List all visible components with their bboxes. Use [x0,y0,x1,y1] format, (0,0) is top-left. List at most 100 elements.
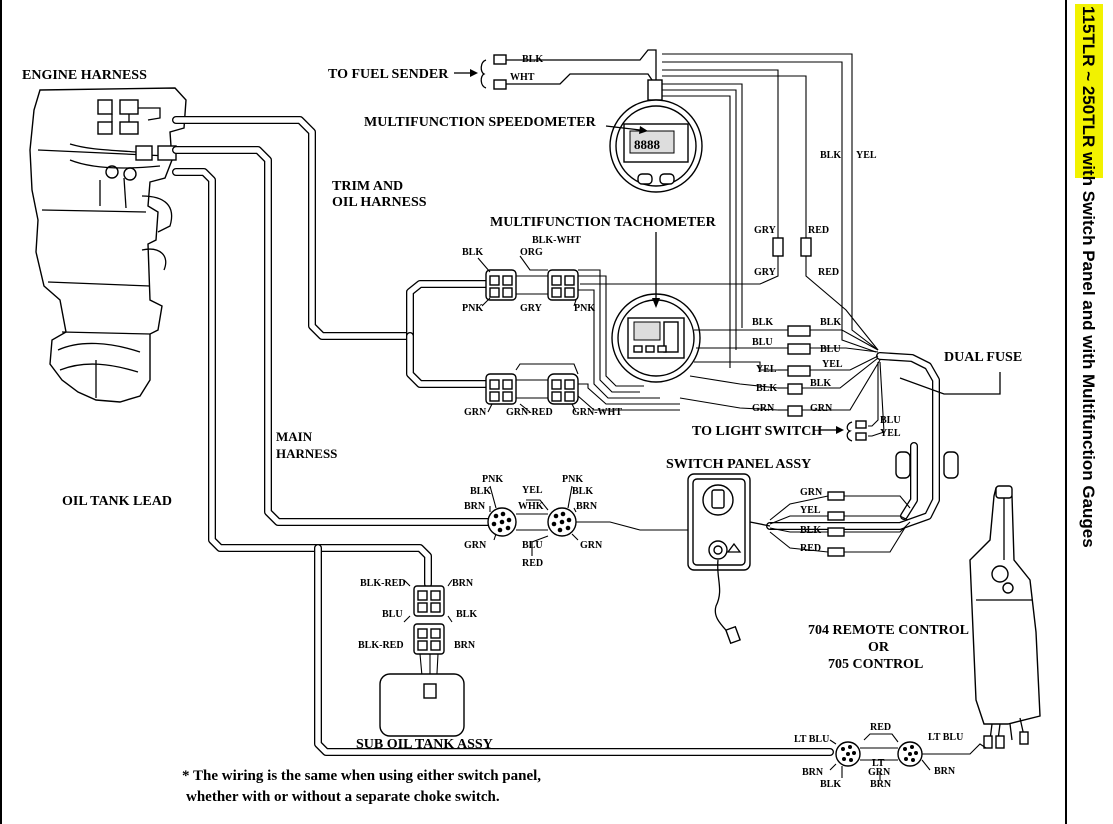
wire-label-gry: GRY [520,303,543,314]
wire-label-grn: GRN [868,767,891,778]
wire-label-blu: BLU [880,415,901,426]
remote-control-round-connectors [829,733,987,780]
label-remote-control-704: 704 REMOTE CONTROL [808,623,969,638]
wire-label-yel: YEL [822,359,843,370]
multifunction-tachometer [611,232,701,383]
wire-label-blk: BLK [752,317,773,328]
wire-label-org: ORG [520,247,543,258]
switch-panel-assy [687,473,771,645]
wire-label-brn: BRN [870,779,892,790]
tachometer-wires [577,269,779,411]
wire-label-yel: YEL [880,428,901,439]
label-remote-control-705: 705 CONTROL [828,657,923,672]
wire-label-whk: WHK [518,501,544,512]
side-title-rest: with Switch Panel and with Multifunction… [1079,147,1098,547]
wire-label-lt: LT [872,758,885,769]
label-sub-oil-tank-assy: SUB OIL TANK ASSY [356,737,493,752]
wire-label-grn-wht: GRN-WHT [572,407,622,418]
wire-label-brn: BRN [452,578,474,589]
wire-label-gry: GRY [754,225,777,236]
wire-label-grn-red: GRN-RED [506,407,553,418]
wire-label-grn: GRN [800,487,823,498]
wire-label-red: RED [800,543,821,554]
wire-label-blk: BLK [470,486,491,497]
sub-oil-tank-assy [379,579,465,737]
wire-label-yel: YEL [756,364,777,375]
wire-label-blk: BLK [810,378,831,389]
wire-label-grn: GRN [464,540,487,551]
wire-label-blk-red: BLK-RED [360,578,406,589]
wire-label-blk: BLK [522,54,543,65]
wire-label-brn: BRN [934,766,956,777]
wire-label-lt-blu: LT BLU [928,732,963,743]
wire-label-blk-red: BLK-RED [358,640,404,651]
wire-label-blk: BLK [756,383,777,394]
wire-label-red: RED [808,225,829,236]
wire-label-blu: BLU [752,337,773,348]
wire-label-yel: YEL [522,485,543,496]
wire-label-blk-wht: BLK-WHT [532,235,581,246]
main-harness-cables [172,116,940,756]
label-switch-panel-assy: SWITCH PANEL ASSY [666,457,811,472]
wire-label-blu: BLU [522,540,543,551]
label-oil-tank-lead: OIL TANK LEAD [62,494,172,509]
wire-label-yel: YEL [856,150,877,161]
wire-label-wht: WHT [510,72,535,83]
label-to-light-switch: TO LIGHT SWITCH [692,424,822,439]
label-dual-fuse: DUAL FUSE [944,350,1022,365]
label-multifunction-speedometer: MULTIFUNCTION SPEEDOMETER [364,115,597,130]
wire-label-pnk: PNK [462,303,483,314]
wire-label-blk: BLK [572,486,593,497]
wire-label-blk: BLK [456,609,477,620]
main-harness-round-connectors [487,485,690,556]
wire-label-grn: GRN [752,403,775,414]
fuel-sender-leads [454,49,657,90]
wire-label-brn: BRN [454,640,476,651]
switch-panel-leads [769,491,911,557]
label-trim-oil-harness-1: TRIM AND [332,179,403,194]
speedometer-display: 8888 [634,137,661,152]
wire-label-blk: BLK [800,525,821,536]
multifunction-speedometer [605,79,703,193]
label-main-harness-2: HARNESS [276,446,337,461]
wire-label-grn: GRN [580,540,603,551]
wire-label-blk: BLK [462,247,483,258]
side-title-model: 115TLR ~ 250TLR [1079,6,1098,147]
wire-label-lt-blu: LT BLU [794,734,829,745]
wire-label-red: RED [870,722,891,733]
wire-label-brn: BRN [576,501,598,512]
label-remote-control-or: OR [868,640,890,655]
wire-label-pnk: PNK [562,474,583,485]
harness-clamp-right [943,451,959,479]
label-engine-harness: ENGINE HARNESS [22,68,147,83]
label-main-harness-1: MAIN [276,429,313,444]
remote-control-704-705 [969,485,1041,749]
wire-label-grn: GRN [464,407,487,418]
svg-text:115TLR ~ 250TLR with Switch Pa: 115TLR ~ 250TLR with Switch Panel and wi… [1079,6,1098,548]
speedometer-wires [580,53,879,368]
wire-label-grn: GRN [810,403,833,414]
side-title: 115TLR ~ 250TLR with Switch Panel and wi… [1075,4,1103,548]
label-trim-oil-harness-2: OIL HARNESS [332,195,427,210]
footnote-line-2: whether with or without a separate choke… [186,789,500,805]
wire-label-pnk: PNK [574,303,595,314]
wire-label-pnk: PNK [482,474,503,485]
wire-label-brn: BRN [802,767,824,778]
wire-label-brn: BRN [464,501,486,512]
wire-label-blu: BLU [820,344,841,355]
wire-label-gry: GRY [754,267,777,278]
side-title-highlight [1075,4,1103,178]
wire-label-red: RED [522,558,543,569]
label-multifunction-tachometer: MULTIFUNCTION TACHOMETER [490,215,717,230]
harness-clamp-left [895,451,911,479]
wire-label-blu: BLU [382,609,403,620]
label-to-fuel-sender: TO FUEL SENDER [328,67,449,82]
tachometer-harness-connectors [477,255,579,413]
outboard-engine-illustration [29,87,187,403]
wire-label-blk: BLK [820,150,841,161]
fuse-side-connectors [760,325,1001,442]
wire-label-yel: YEL [800,505,821,516]
footnote-line-1: * The wiring is the same when using eith… [182,768,541,784]
